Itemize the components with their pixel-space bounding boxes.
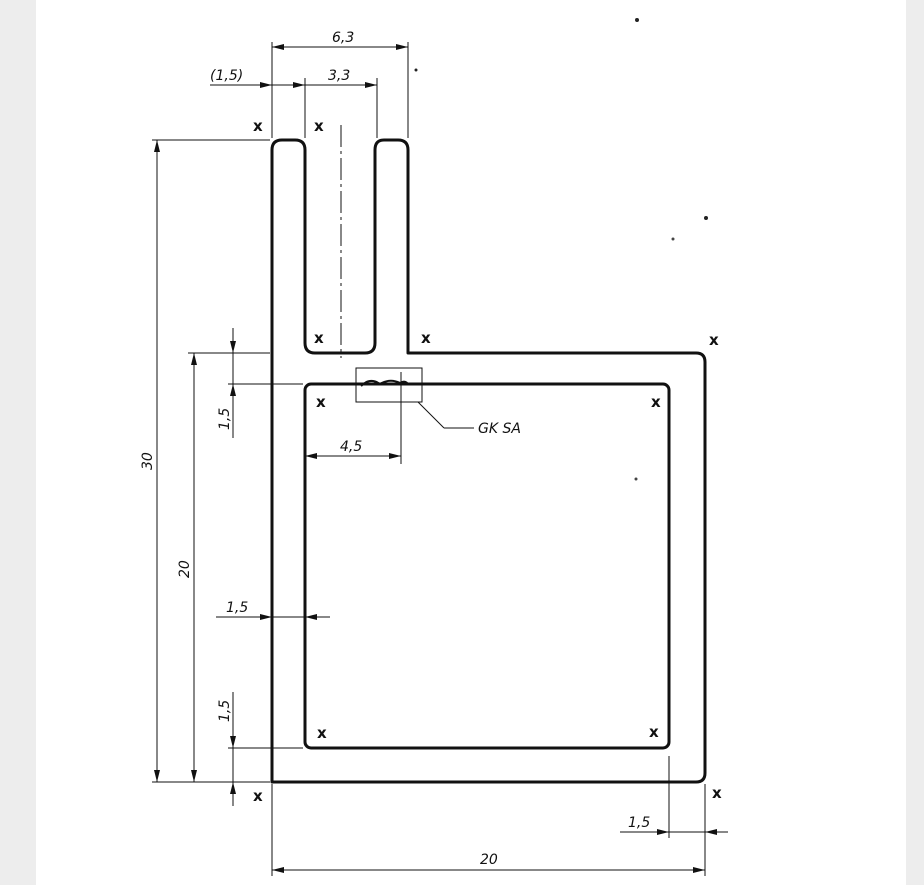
- dim-text-4-5: 4,5: [340, 439, 362, 455]
- arrow-20-vert-bottom: [191, 770, 197, 782]
- arrow-1-5-upper-b: [230, 384, 236, 396]
- arrow-4-5-right: [389, 453, 401, 459]
- arrow-1-5-top-a: [260, 82, 272, 88]
- arrow-6-3-right: [396, 44, 408, 50]
- dim-text-6-3: 6,3: [332, 30, 354, 46]
- arrow-30-bottom: [154, 770, 160, 782]
- dim-text-1-5-left: 1,5: [226, 600, 248, 616]
- arrow-20-horiz-right: [693, 867, 705, 873]
- dim-text-1-5-upper: 1,5: [217, 408, 233, 430]
- marker-x: x: [253, 787, 263, 805]
- arrow-20-vert-top: [191, 353, 197, 365]
- weld-leader: [417, 401, 445, 429]
- right-margin-band: [906, 0, 924, 885]
- arrow-1-5-left-b: [305, 614, 317, 620]
- marker-x: x: [651, 393, 661, 411]
- arrow-6-3-left: [272, 44, 284, 50]
- weld-frame: [355, 367, 423, 403]
- arrow-1-5-top-b: [293, 82, 305, 88]
- outer-contour: [270, 138, 707, 784]
- marker-x: x: [316, 393, 326, 411]
- dim-text-30: 30: [140, 452, 156, 470]
- scan-speck: [671, 237, 675, 241]
- scan-speck: [704, 216, 708, 220]
- dim-text-1-5-top: (1,5): [210, 68, 243, 84]
- dim-text-3-3: 3,3: [328, 68, 350, 84]
- inner-contour: [303, 382, 671, 750]
- marker-x: x: [421, 329, 431, 347]
- dim-text-20-vert: 20: [177, 560, 193, 578]
- arrow-1-5-lower-a: [230, 736, 236, 748]
- weld-label: GK SA: [478, 421, 521, 437]
- dim-text-1-5-right: 1,5: [628, 815, 650, 831]
- marker-x: x: [709, 331, 719, 349]
- arrow-1-5-upper-a: [230, 341, 236, 353]
- arrow-1-5-left-a: [260, 614, 272, 620]
- marker-x: x: [712, 784, 722, 802]
- left-margin-band: [0, 0, 36, 885]
- arrow-20-horiz-left: [272, 867, 284, 873]
- arrow-30-top: [154, 140, 160, 152]
- arrow-4-5-left: [305, 453, 317, 459]
- arrow-3-3-right: [365, 82, 377, 88]
- scan-speck: [414, 68, 418, 72]
- scan-speck: [634, 477, 638, 481]
- marker-x: x: [317, 724, 327, 742]
- weld-seam: [360, 379, 409, 387]
- marker-x: x: [253, 117, 263, 135]
- marker-x: x: [314, 329, 324, 347]
- arrow-1-5-right-b: [705, 829, 717, 835]
- marker-x: x: [649, 723, 659, 741]
- scan-speck: [635, 18, 639, 22]
- dim-text-20-horiz: 20: [480, 852, 498, 868]
- arrow-1-5-lower-b: [230, 782, 236, 794]
- arrow-1-5-right-a: [657, 829, 669, 835]
- dim-text-1-5-lower: 1,5: [217, 700, 233, 722]
- marker-x: x: [314, 117, 324, 135]
